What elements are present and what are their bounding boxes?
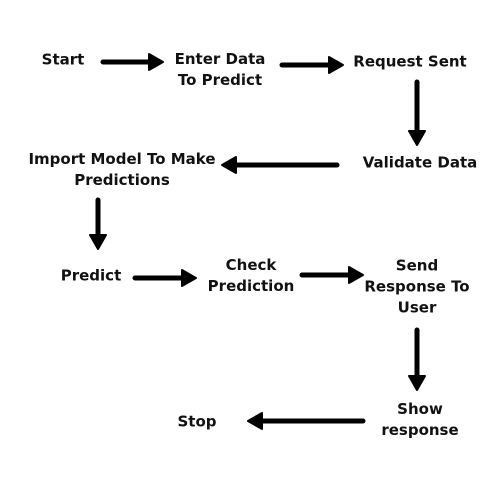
- arrow-enter-data-to-request-sent: [279, 56, 344, 74]
- arrow-head: [247, 412, 263, 430]
- arrow-head: [348, 266, 364, 284]
- node-enter-data-line-2: To Predict: [177, 71, 263, 89]
- node-import-model-line-1: Import Model To Make: [28, 150, 216, 168]
- node-validate-data-line-1: Validate Data: [362, 153, 478, 172]
- node-start: Start: [42, 50, 85, 71]
- node-show-response: Show response: [381, 399, 458, 441]
- node-predict-line-1: Predict: [60, 266, 122, 285]
- arrow-head: [408, 375, 426, 391]
- node-stop-line-1: Stop: [177, 412, 217, 431]
- arrow-request-sent-to-validate-data: [408, 79, 426, 146]
- arrow-predict-to-check-prediction: [132, 269, 197, 287]
- node-import-model: Import Model To Make Predictions: [28, 149, 215, 191]
- node-send-response-line-1: Send: [395, 256, 439, 275]
- arrow-import-model-to-predict: [89, 197, 107, 250]
- node-predict: Predict: [61, 266, 122, 287]
- node-validate-data: Validate Data: [363, 153, 478, 174]
- node-check-prediction-line-1: Check: [225, 256, 277, 274]
- node-check-prediction: Check Prediction: [208, 255, 295, 297]
- node-request-sent-line-1: Request Sent: [353, 52, 467, 71]
- arrow-validate-data-to-import-model: [221, 156, 340, 174]
- arrow-start-to-enter-data: [100, 53, 164, 71]
- node-send-response-line-3: User: [397, 298, 437, 317]
- node-start-line-1: Start: [41, 50, 85, 69]
- arrow-head: [221, 156, 237, 174]
- arrow-head: [408, 130, 426, 146]
- arrow-head: [89, 234, 107, 250]
- node-show-response-line-2: response: [381, 421, 459, 439]
- node-import-model-line-2: Predictions: [74, 171, 170, 189]
- node-enter-data-line-1: Enter Data: [174, 50, 266, 68]
- node-stop: Stop: [177, 412, 216, 433]
- arrow-show-response-to-stop: [247, 412, 366, 430]
- node-request-sent: Request Sent: [353, 52, 466, 73]
- arrow-head: [181, 269, 197, 287]
- arrow-head: [328, 56, 344, 74]
- arrow-check-prediction-to-send-response: [299, 266, 364, 284]
- node-enter-data: Enter Data To Predict: [175, 49, 266, 91]
- node-show-response-line-1: Show: [397, 400, 443, 418]
- arrow-send-response-to-show-response: [408, 327, 426, 391]
- node-check-prediction-line-2: Prediction: [207, 277, 295, 295]
- node-send-response: Send Response To User: [364, 256, 469, 319]
- node-send-response-line-2: Response To: [364, 277, 470, 296]
- arrow-head: [148, 53, 164, 71]
